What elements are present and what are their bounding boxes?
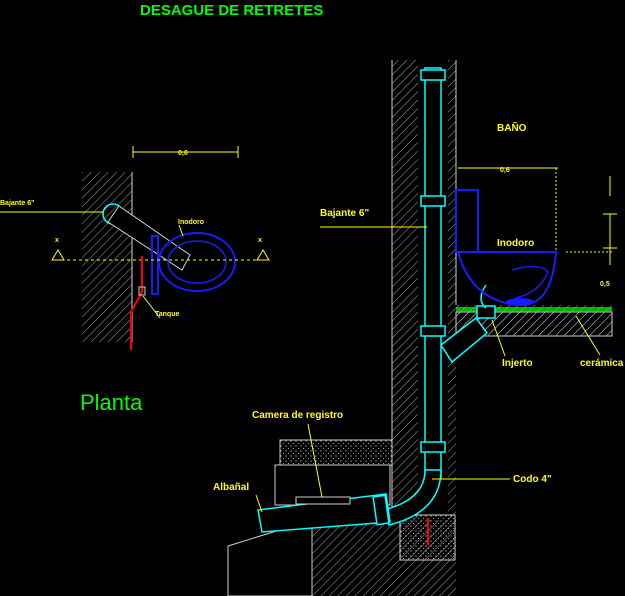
plan-view: 0,6 Bajante 6" Inodoro x x Tanque Planta [0, 146, 270, 415]
drawing-title: DESAGUE DE RETRETES [140, 2, 323, 19]
plan-section-mark-left: x [55, 237, 59, 244]
plan-bajante-label: Bajante 6" [0, 200, 34, 207]
plan-toilet-tank [151, 235, 159, 295]
bajante-pipe [424, 67, 442, 479]
plan-dimension-text: 0,6 [178, 150, 188, 157]
injerto-label: Injerto [502, 358, 533, 369]
pipe-coupling-3 [420, 325, 446, 337]
plan-tanque-label: Tanque [155, 311, 179, 318]
albanal-label: Albañal [213, 482, 249, 493]
pipe-coupling-2 [420, 195, 446, 207]
section-dimension-text: 0,6 [500, 167, 510, 174]
camara-label: Camera de registro [252, 410, 343, 421]
plan-wall [82, 172, 132, 342]
section-inodoro-label: Inodoro [497, 238, 534, 249]
pipe-coupling-1 [420, 69, 446, 81]
injerto-branch [439, 316, 489, 364]
codo-elbow [381, 469, 442, 526]
section-toilet-tank [455, 189, 479, 253]
plan-inodoro-label: Inodoro [178, 219, 204, 226]
pipe-coupling-4 [420, 441, 446, 453]
ceramica-label: cerámica [580, 358, 624, 369]
section-toilet-bowl [456, 251, 558, 305]
registro-cap [279, 439, 393, 466]
section-side-dimension: 0,5 [600, 281, 610, 288]
plan-section-mark-right: x [258, 237, 262, 244]
codo-label: Codo 4" [513, 474, 552, 485]
section-view: 0,6 0,5 BAÑO Bajante 6" Inodoro Injerto … [213, 60, 624, 596]
section-bajante-label: Bajante 6" [320, 208, 369, 219]
bano-label: BAÑO [497, 121, 527, 134]
plan-heading: Planta [80, 390, 143, 415]
ceramic-floor [456, 307, 612, 312]
camara-leader [307, 423, 323, 498]
